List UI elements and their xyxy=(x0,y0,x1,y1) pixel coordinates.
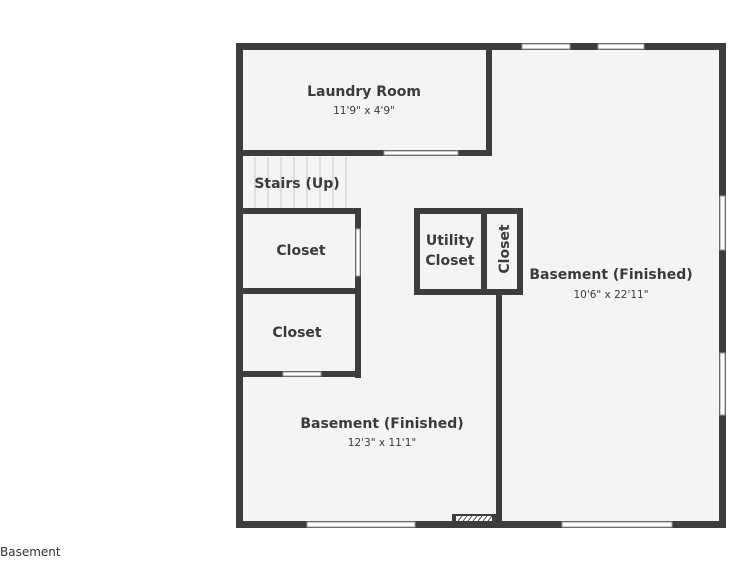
laundry-room-name: Laundry Room xyxy=(307,84,421,100)
laundry-wall-right xyxy=(486,50,492,156)
window-top-1 xyxy=(521,43,571,50)
window-right-2 xyxy=(719,352,726,416)
utility-wall-top xyxy=(414,208,523,214)
utility-wall-right xyxy=(517,208,523,295)
hatch-marker xyxy=(452,514,496,523)
openings xyxy=(282,43,726,528)
utility-wall-bottom xyxy=(414,289,523,295)
laundry-room-dims: 11'9" x 4'9" xyxy=(333,105,395,117)
door-closet-lower xyxy=(282,371,322,377)
walls xyxy=(236,43,726,528)
basement-right-dims: 10'6" x 22'11" xyxy=(573,289,648,301)
closet-vertical-label: Closet xyxy=(497,224,513,274)
stair-treads xyxy=(254,157,347,208)
utility-closet-divider xyxy=(481,208,487,295)
basement-divider-wall xyxy=(496,289,502,525)
stairs-wall-bottom xyxy=(243,208,361,214)
exterior-wall-bottom xyxy=(236,521,726,528)
exterior-wall-top xyxy=(236,43,726,50)
closet-divider-wall xyxy=(243,288,361,294)
closet-lower-label: Closet xyxy=(272,325,322,341)
basement-left-name: Basement (Finished) xyxy=(300,416,463,432)
door-closet-upper xyxy=(355,228,361,277)
exterior-wall-left xyxy=(236,43,243,528)
exterior-wall-right xyxy=(719,43,726,528)
utility-closet-label-line1: Utility xyxy=(426,233,474,249)
closet-upper-label: Closet xyxy=(276,243,326,259)
basement-right-name: Basement (Finished) xyxy=(529,267,692,283)
door-laundry xyxy=(383,150,459,156)
utility-wall-left xyxy=(414,208,420,295)
basement-left-dims: 12'3" x 11'1" xyxy=(348,437,416,449)
window-bottom-1 xyxy=(306,521,416,528)
laundry-wall-bottom xyxy=(243,150,492,156)
utility-closet-label-line2: Closet xyxy=(425,253,475,269)
window-right-1 xyxy=(719,195,726,251)
window-bottom-2 xyxy=(561,521,673,528)
stairs-label: Stairs (Up) xyxy=(254,176,339,192)
window-top-2 xyxy=(597,43,645,50)
floor-label: Basement xyxy=(0,545,61,559)
